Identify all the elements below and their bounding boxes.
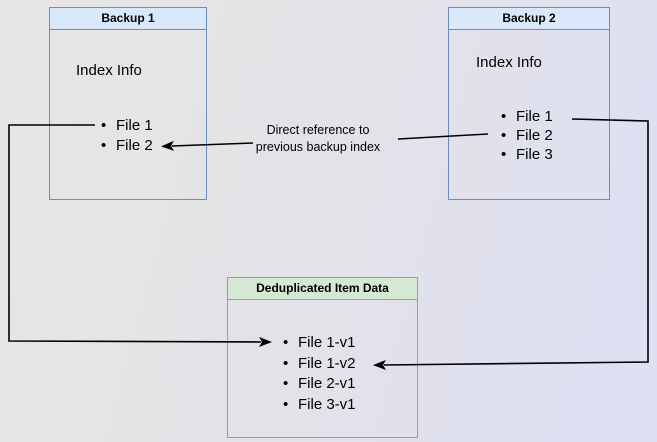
list-item: File 1 (101, 116, 153, 136)
node-backup-2-subtitle: Index Info (476, 54, 542, 71)
edge-label-direct-reference: Direct reference to previous backup inde… (237, 122, 399, 156)
list-item: File 3 (501, 145, 553, 164)
node-backup-1-file-list: File 1 File 2 (101, 116, 153, 156)
list-item: File 1-v2 (283, 354, 356, 375)
node-dedup-item-data: Deduplicated Item Data File 1-v1 File 1-… (227, 277, 418, 438)
list-item: File 2 (101, 136, 153, 156)
node-backup-2: Backup 2 Index Info File 1 File 2 File 3 (448, 7, 610, 200)
node-dedup-item-data-title: Deduplicated Item Data (228, 278, 417, 300)
list-item: File 1-v1 (283, 333, 356, 354)
node-dedup-file-list: File 1-v1 File 1-v2 File 2-v1 File 3-v1 (283, 333, 356, 415)
edge-label-line-1: Direct reference to (266, 123, 370, 137)
node-backup-1: Backup 1 Index Info File 1 File 2 (49, 7, 207, 200)
node-backup-2-title: Backup 2 (449, 8, 609, 30)
node-backup-1-title: Backup 1 (50, 8, 206, 30)
edge-label-line-2: previous backup index (255, 140, 381, 154)
node-backup-2-file-list: File 1 File 2 File 3 (501, 107, 553, 164)
list-item: File 1 (501, 107, 553, 126)
list-item: File 3-v1 (283, 395, 356, 416)
list-item: File 2 (501, 126, 553, 145)
node-backup-1-subtitle: Index Info (76, 62, 142, 79)
list-item: File 2-v1 (283, 374, 356, 395)
